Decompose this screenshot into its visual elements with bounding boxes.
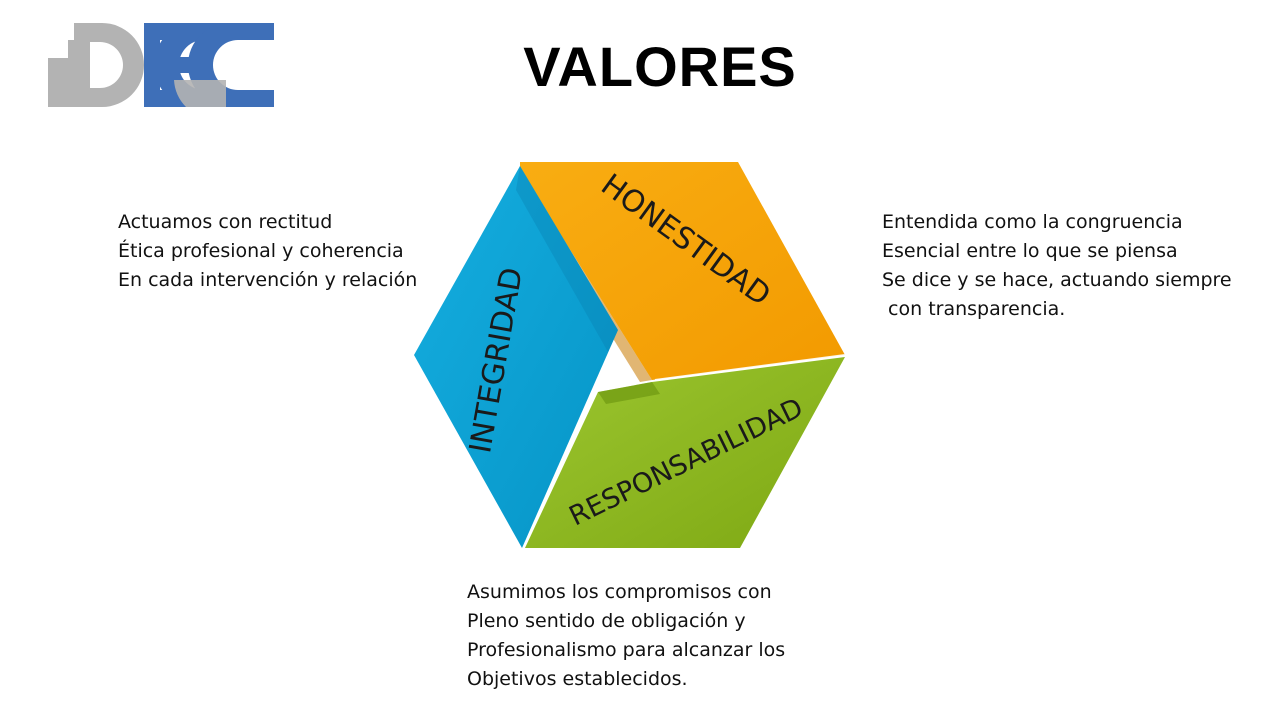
decc-logo xyxy=(48,23,274,107)
responsabilidad-line: Pleno sentido de obligación y xyxy=(467,610,746,632)
integridad-segment xyxy=(414,166,618,548)
integridad-description: Actuamos con rectitud Ética profesional … xyxy=(118,208,417,295)
responsabilidad-line: Asumimos los compromisos con xyxy=(467,581,772,603)
honestidad-line: Se dice y se hace, actuando siempre xyxy=(882,269,1232,291)
responsabilidad-line: Profesionalismo para alcanzar los xyxy=(467,639,786,661)
responsabilidad-segment xyxy=(525,357,845,548)
values-hexagon-diagram: HONESTIDAD INTEGRIDAD RESPONSABILIDAD xyxy=(414,162,846,548)
honestidad-segment xyxy=(520,162,845,380)
integridad-line: Actuamos con rectitud xyxy=(118,211,333,233)
page-title: VALORES xyxy=(523,35,797,98)
logo-gray-band xyxy=(174,80,226,107)
honestidad-description: Entendida como la congruencia Esencial e… xyxy=(882,208,1232,324)
logo-letter-d xyxy=(48,23,144,107)
hexagon-edge-highlight xyxy=(654,354,846,381)
integridad-line: Ética profesional y coherencia xyxy=(118,240,404,262)
honestidad-line: con transparencia. xyxy=(882,298,1066,320)
responsabilidad-line: Objetivos establecidos. xyxy=(467,668,688,690)
honestidad-line: Entendida como la congruencia xyxy=(882,211,1183,233)
logo-letter-e xyxy=(144,23,196,107)
integridad-line: En cada intervención y relación xyxy=(118,269,418,291)
integridad-segment-shade xyxy=(516,166,618,352)
honestidad-line: Esencial entre lo que se piensa xyxy=(882,240,1178,262)
responsabilidad-segment-shade xyxy=(598,382,660,404)
responsabilidad-description: Asumimos los compromisos con Pleno senti… xyxy=(467,578,785,694)
